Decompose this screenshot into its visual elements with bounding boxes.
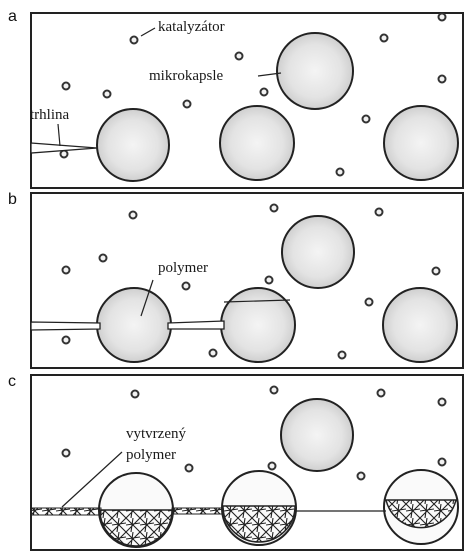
healed-crack bbox=[172, 508, 223, 514]
crack bbox=[168, 321, 224, 329]
healed-crack bbox=[31, 508, 101, 515]
panel-a: a katalyzátor mikrokapsle trhlina bbox=[8, 8, 463, 188]
leader-catalyst bbox=[141, 28, 155, 36]
microcapsule bbox=[281, 399, 353, 471]
healed-capsule bbox=[222, 471, 296, 545]
microcapsule bbox=[282, 216, 354, 288]
microcapsule bbox=[277, 33, 353, 109]
label-polymer-cured: polymer bbox=[126, 447, 176, 463]
microcapsule bbox=[383, 288, 457, 362]
ruptured-microcapsule bbox=[97, 288, 171, 362]
catalyst-particles bbox=[63, 387, 446, 480]
ruptured-microcapsule bbox=[221, 288, 295, 362]
leader-crack bbox=[58, 124, 60, 146]
panel-letter-c: c bbox=[8, 373, 16, 390]
crack bbox=[31, 322, 100, 330]
microcapsule bbox=[220, 106, 294, 180]
healed-capsule bbox=[384, 470, 458, 544]
panel-c: c vytvrze bbox=[8, 373, 463, 550]
microcapsule bbox=[384, 106, 458, 180]
panel-letter-a: a bbox=[8, 8, 17, 25]
label-polymer: polymer bbox=[158, 260, 208, 276]
panel-letter-b: b bbox=[8, 191, 17, 208]
healed-capsule bbox=[99, 473, 173, 547]
label-catalyst: katalyzátor bbox=[158, 19, 225, 35]
microcapsule bbox=[97, 109, 169, 181]
label-cured: vytvrzený bbox=[126, 426, 186, 442]
label-crack: trhlina bbox=[30, 107, 69, 123]
panel-b: b polymer bbox=[8, 191, 463, 368]
label-microcapsule: mikrokapsle bbox=[149, 68, 223, 84]
